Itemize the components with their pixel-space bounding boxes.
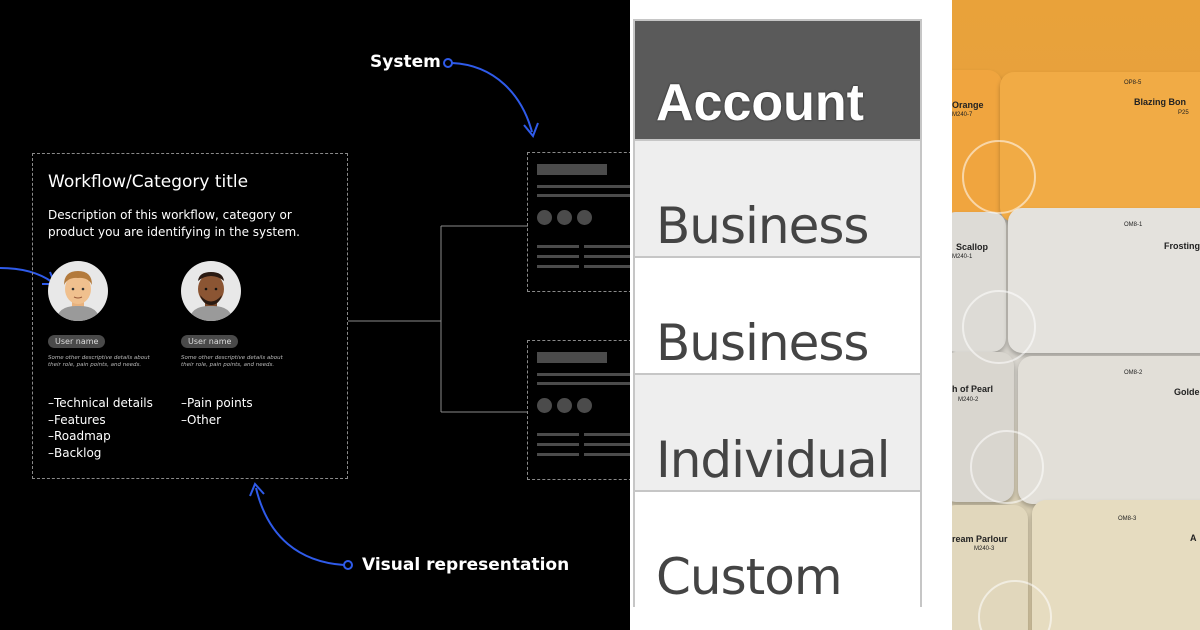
wireframe-line [537,185,630,188]
wireframe-line [537,373,630,376]
wireframe-line [537,443,579,446]
list-item: –Roadmap [48,429,111,443]
persona-2-list: –Pain points –Other [181,395,253,428]
column-header-account: Account [656,74,864,132]
visual-callout-dot [343,560,353,570]
avatar [181,261,241,321]
swatch-code: M240-2 [958,397,979,403]
wireframe-header-bar [537,352,607,363]
system-arrow [451,62,533,133]
wireframe-line [537,265,579,268]
list-item: –Backlog [48,445,102,460]
swatch-chip [1018,356,1200,504]
persona-details: Some other descriptive details about the… [181,355,283,368]
swatch-name: Blazing Bon [1134,97,1186,107]
wireframe-dot [537,210,552,225]
avatar [48,261,108,321]
wireframe-line [584,433,630,436]
account-table-panel: Account Business Business Individual Cus… [630,0,952,630]
workflow-card: Workflow/Category title Description of t… [32,153,348,479]
list-item: –Other [181,412,222,427]
system-arrowhead [523,122,539,138]
tree-connector [348,225,528,413]
table-row: Custom [635,490,920,607]
swatch-name: Frosting [1164,241,1200,251]
plastic-holder-ring [970,430,1044,504]
swatch-sheet-code: OM8-3 [1118,516,1137,522]
wireframe-line [537,245,579,248]
system-callout-dot [443,58,453,68]
wireframe-line [537,194,630,197]
swatch-code: P25 [1178,110,1189,116]
wireframe-dot [577,210,592,225]
table-cell: Individual [656,431,891,489]
wireframe-dot [537,398,552,413]
paint-swatch-photo: Orange M240-7 OP8-5 Blazing Bon P25 Scal… [952,0,1200,630]
wireframe-line [537,255,579,258]
card-description: Description of this workflow, category o… [48,208,300,239]
wireframe-dot [557,398,572,413]
swatch-name: Scallop [956,242,989,252]
swatch-code: M240-7 [952,112,973,118]
wireframe-line [537,382,630,385]
wireframe-line [537,453,579,456]
swatch-name: Orange [952,100,984,110]
swatch-chip [1008,208,1200,353]
screen-wireframe-1 [527,152,630,292]
swatch-sheet-code: OM8-1 [1124,222,1143,228]
swatch-sheet-code: OM8-2 [1124,370,1143,376]
table-cell: Business [656,197,869,255]
account-table: Account Business Business Individual Cus… [633,19,922,607]
incoming-arrow [0,267,53,283]
wireframe-line [584,453,630,456]
connector-lines [0,58,539,570]
diagram-panel: System Visual representation Workflow/Ca… [0,52,630,575]
swatch-chip [1032,500,1200,630]
table-row: Individual [635,373,920,490]
card-title: Workflow/Category title [48,172,249,192]
swatch-name: A [1190,533,1197,543]
list-item: –Technical details [48,396,153,410]
visual-representation-callout: Visual representation [362,555,570,575]
wireframe-header-bar [537,164,607,175]
plastic-holder-ring [962,290,1036,364]
swatch-chip [1000,72,1200,222]
swatch-code: M240-3 [974,546,995,552]
wireframe-dot [577,398,592,413]
table-row: Business [635,256,920,373]
list-item: –Pain points [181,396,253,410]
persona-1-list: –Technical details –Features –Roadmap –B… [48,395,153,461]
persona-name-badge: User name [48,335,106,348]
system-callout: System [370,52,441,72]
wireframe-line [584,265,630,268]
man-avatar-icon [189,272,233,321]
persona-details: Some other descriptive details about the… [48,355,150,368]
wireframe-line [537,433,579,436]
wireframe-line [584,255,630,258]
wireframe-line [584,245,630,248]
plastic-holder-ring [962,140,1036,214]
visual-arrowhead [249,482,265,497]
table-cell: Business [656,314,869,372]
table-header: Account [635,21,920,139]
wireframe-line [584,443,630,446]
swatch-name: h of Pearl [952,384,994,394]
list-item: –Features [48,412,106,427]
swatch-sheet-code: OP8-5 [1124,80,1142,86]
swatch-name: Golde [1174,387,1200,397]
table-row: Business [635,139,920,256]
table-cell: Custom [656,548,843,606]
swatch-code: M240-1 [952,254,973,260]
visual-arrow [255,487,345,566]
persona-name-badge: User name [181,335,239,348]
swatch-name: ream Parlour [952,534,1008,544]
screen-wireframe-2 [527,340,630,480]
wireframe-dot [557,210,572,225]
man-avatar-icon [56,271,100,321]
